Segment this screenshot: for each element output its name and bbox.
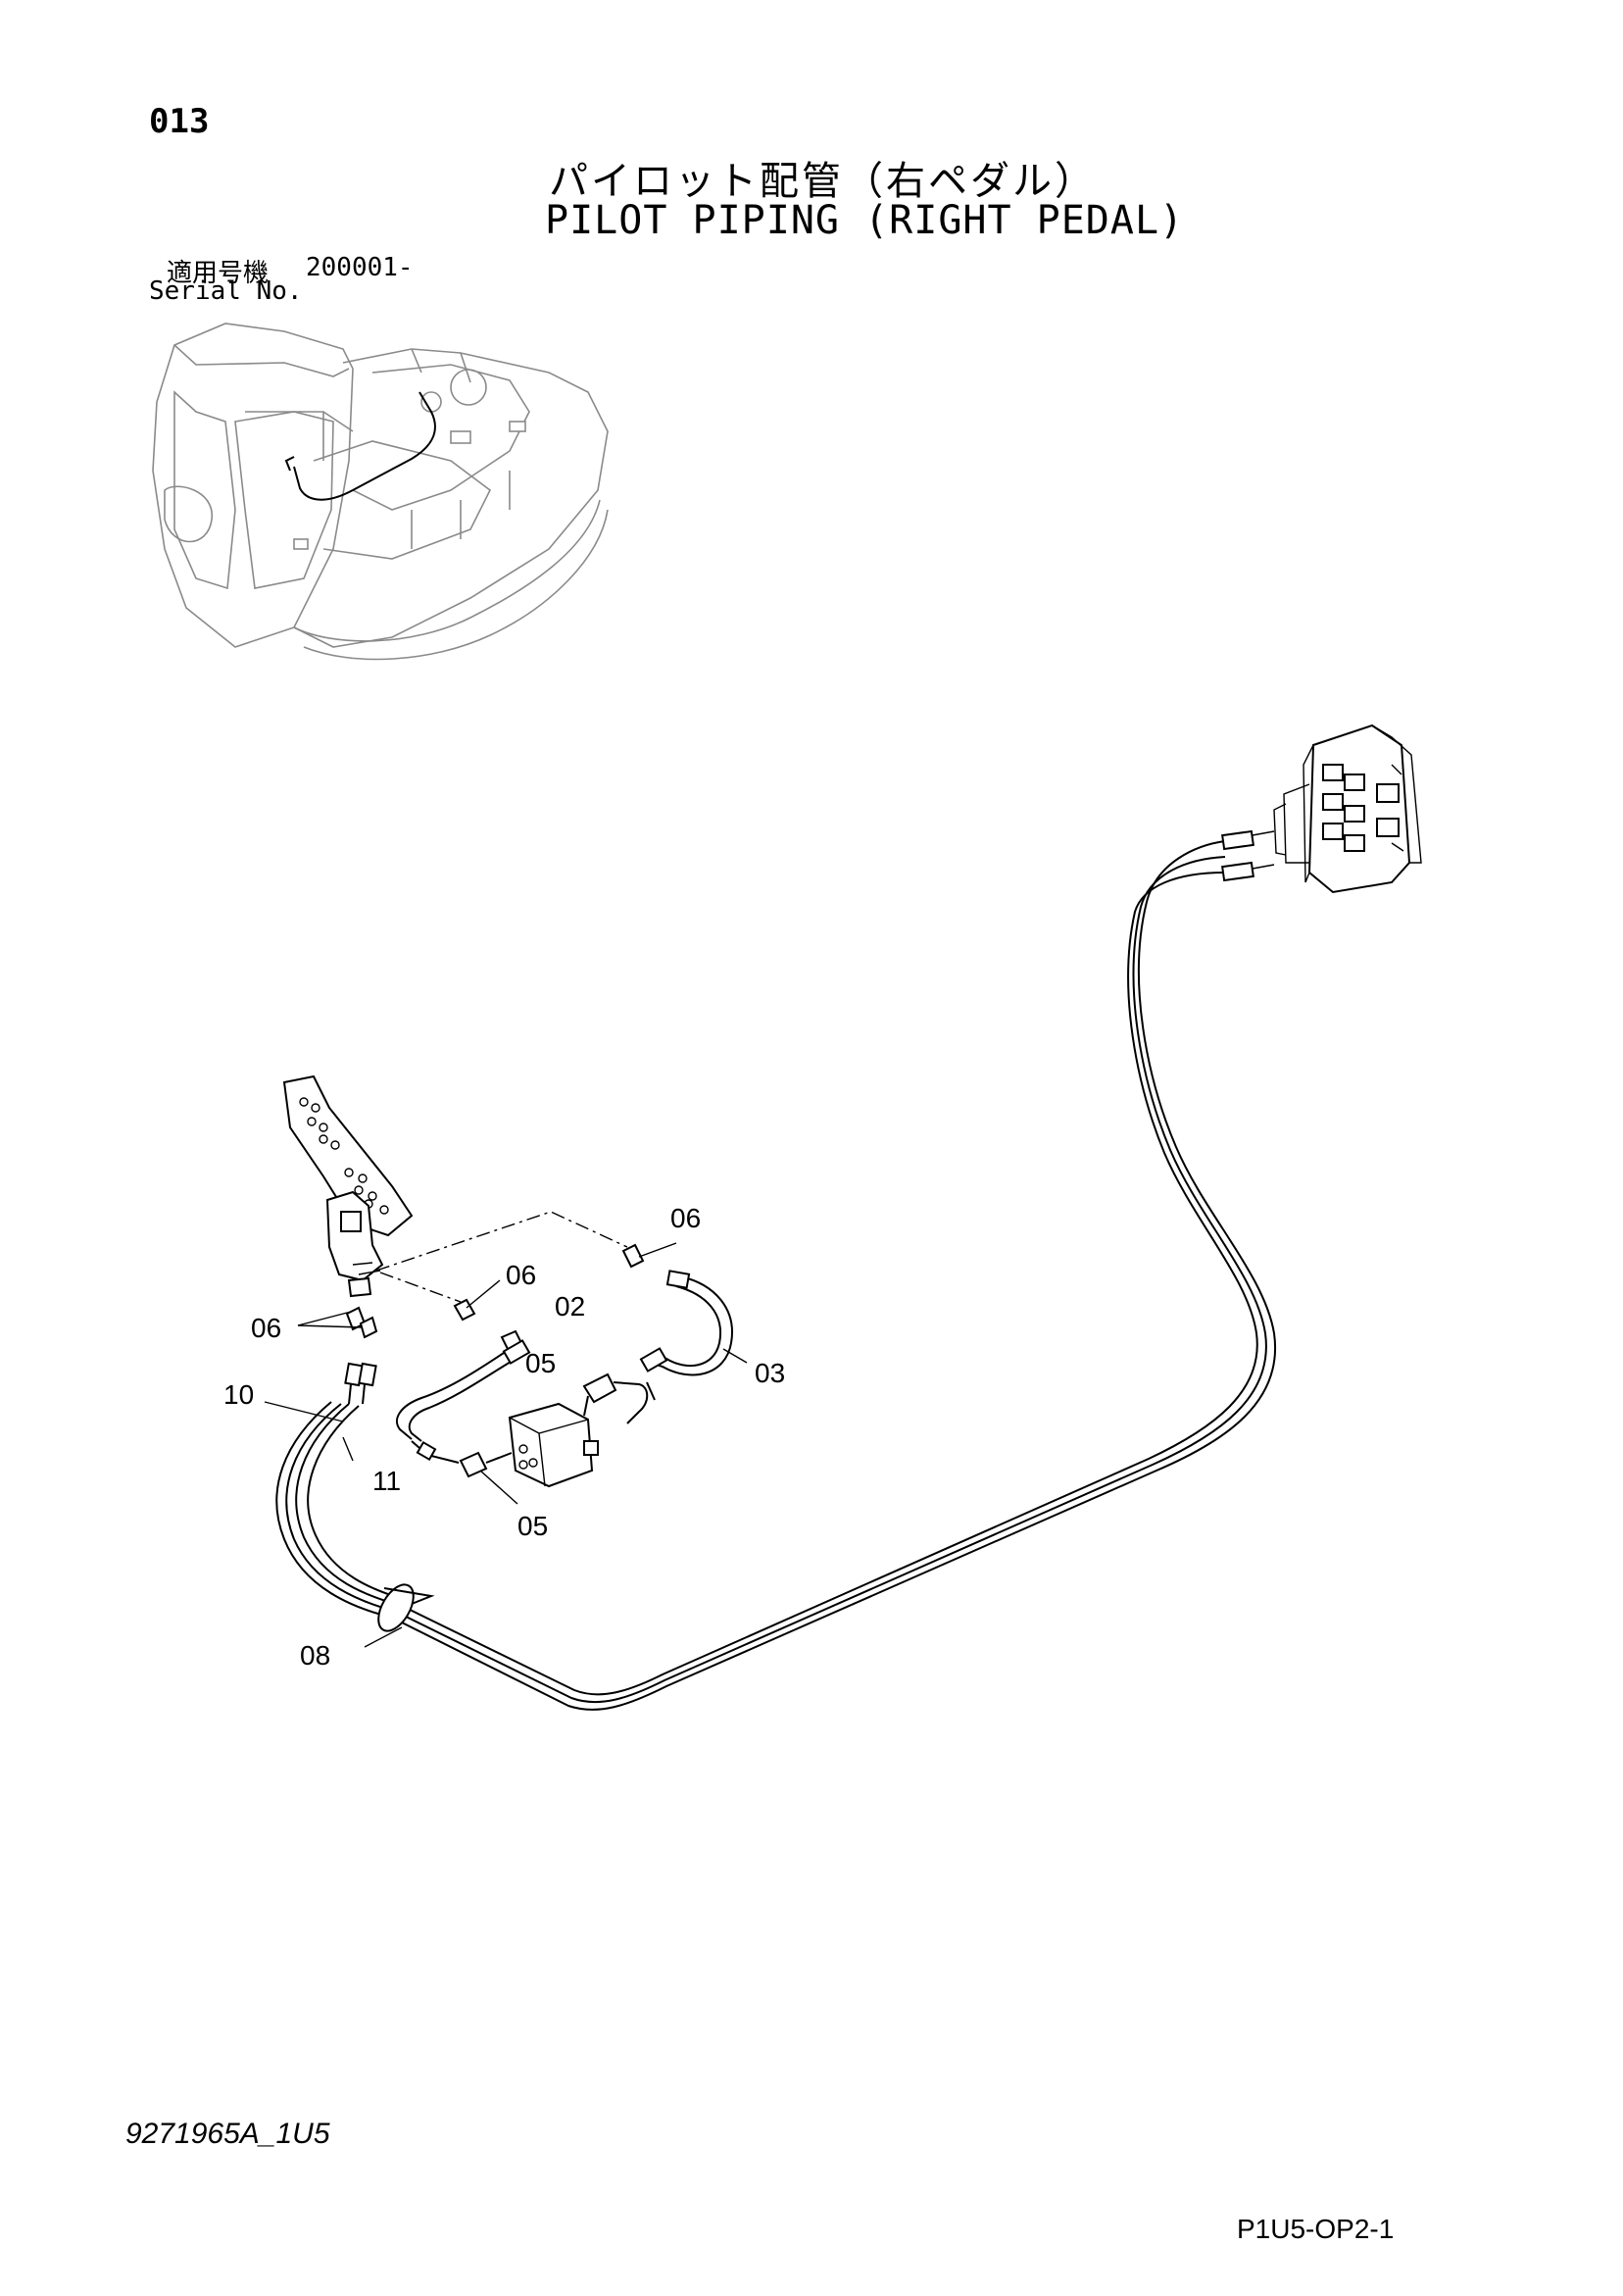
assembly-guide-lines [375,1211,628,1303]
right-pedal [282,1074,414,1298]
callout-label: 08 [300,1640,330,1671]
serial-label-english: Serial No. [149,276,303,306]
hose-10-11-upper-ends [344,1362,377,1405]
document-code: 9271965A_1U5 [125,2118,330,2150]
hose-clamp [377,1583,435,1632]
pilot-hose-long-pair [275,829,1277,1711]
serial-number-value: 200001- [306,253,414,282]
fitting-elbows [345,1243,645,1339]
callout-label: 06 [506,1260,536,1290]
callout-leader-lines [264,1242,748,1648]
callout-label: 11 [372,1466,401,1496]
control-valve-assembly [1273,724,1422,894]
shuttle-valve-block [411,1373,656,1488]
callout-label: 05 [517,1511,548,1541]
callout-label: 06 [670,1203,701,1233]
callout-label: 03 [755,1358,785,1388]
page-title-japanese: パイロット配管（右ペダル） [549,159,1097,204]
callout-label: 10 [223,1379,254,1410]
callout-label: 02 [555,1291,585,1322]
machine-overview-illustration [152,323,609,661]
callout-label: 06 [251,1313,281,1343]
page-code: P1U5-OP2-1 [1237,2214,1395,2244]
hose-03 [639,1270,733,1376]
page-number: 013 [149,102,210,141]
callout-label: 05 [525,1348,556,1378]
serial-label-japanese: 適用号機 [167,259,270,288]
hose-02 [395,1329,531,1442]
page-title-english: PILOT PIPING (RIGHT PEDAL) [545,198,1185,243]
